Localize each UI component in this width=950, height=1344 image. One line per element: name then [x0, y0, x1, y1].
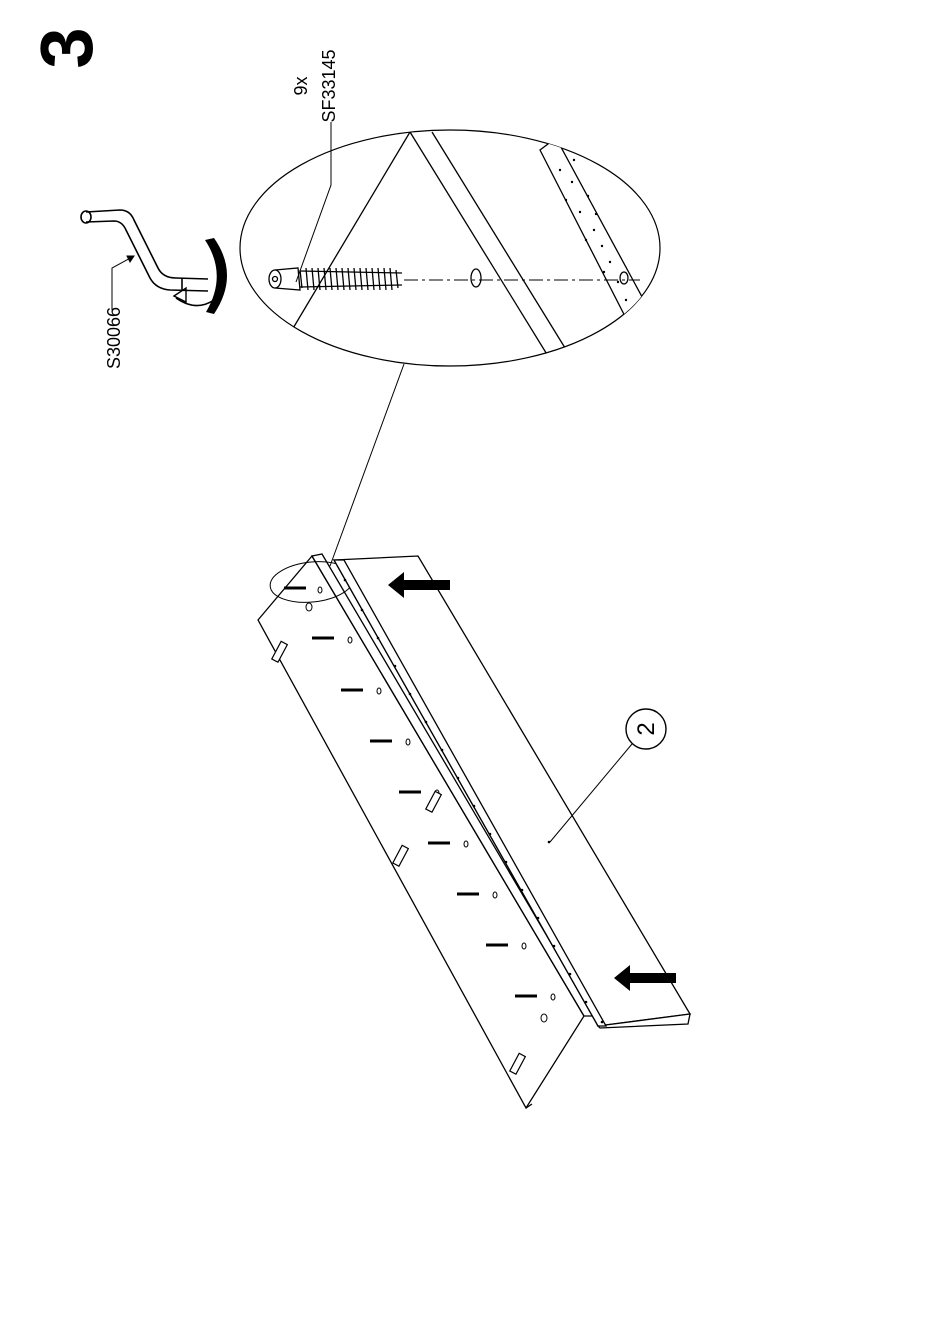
allen-key-icon [81, 210, 208, 291]
detail-callout [240, 122, 660, 366]
part-leader [550, 744, 632, 842]
screw-code-label: SF33145 [319, 49, 339, 122]
rotate-arrow-icon [174, 238, 227, 314]
tool-leader [112, 256, 134, 310]
part-number-label: 2 [633, 722, 660, 735]
detail-leader [330, 364, 404, 566]
step-number: 3 [25, 27, 108, 68]
tool-code-label: S30066 [104, 307, 124, 369]
screw-quantity-label: 9x [291, 76, 311, 95]
